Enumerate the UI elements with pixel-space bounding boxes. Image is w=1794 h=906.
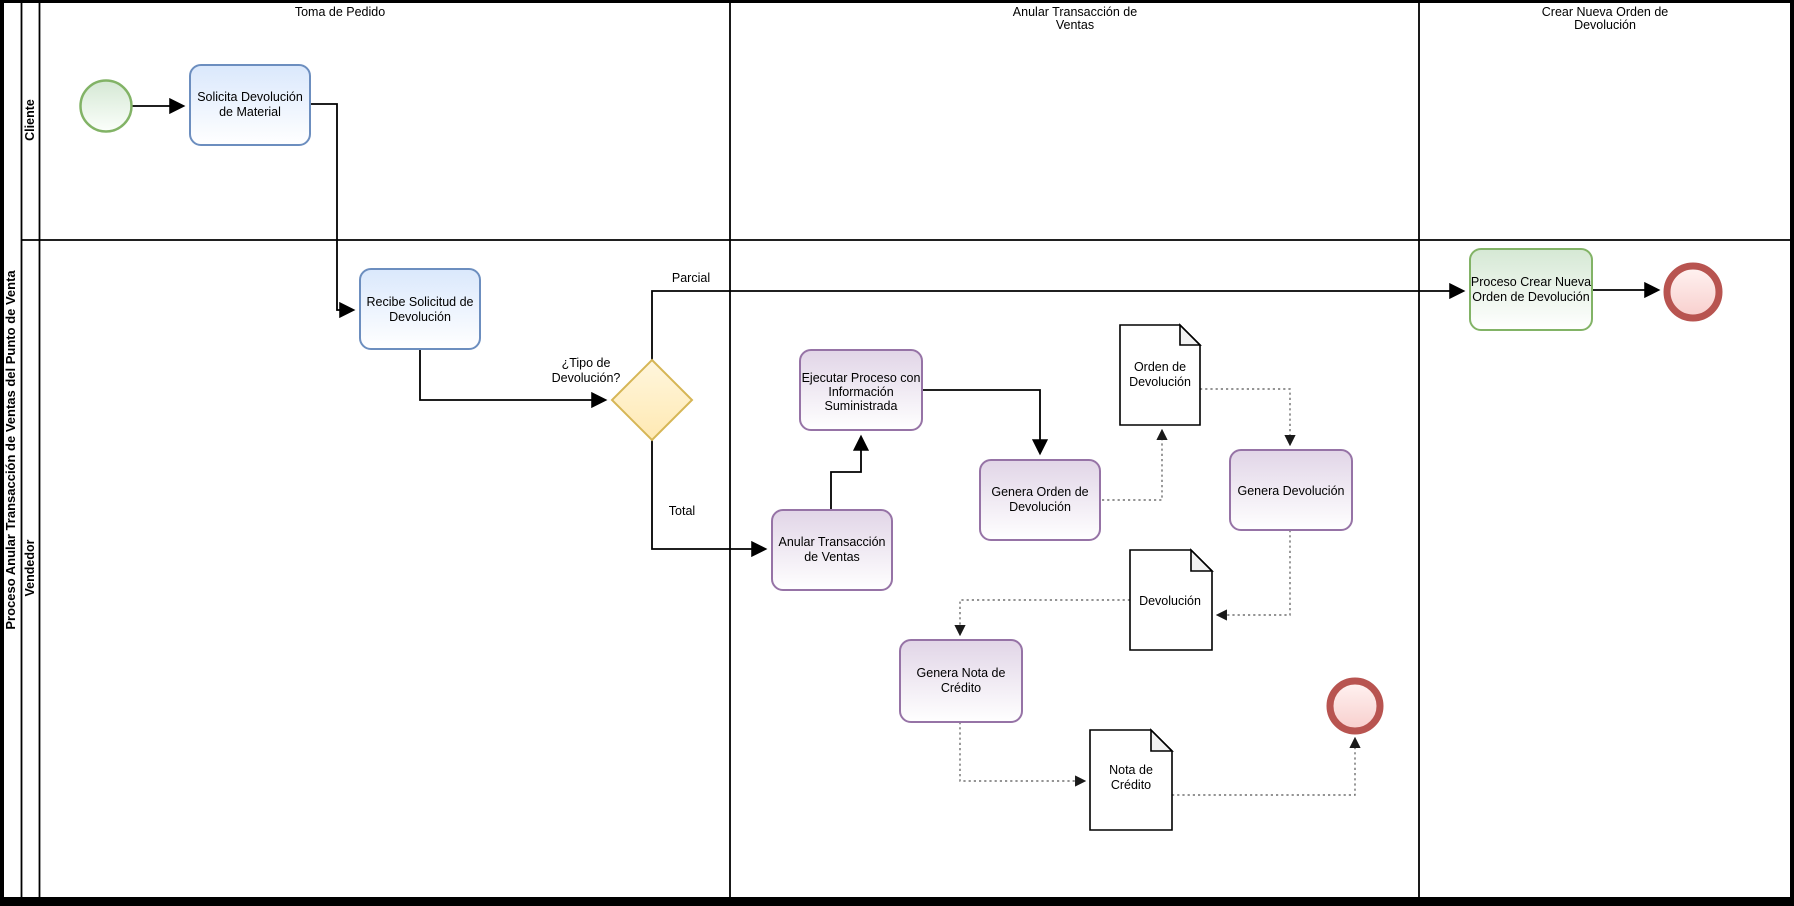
- task-genera-nota: Genera Nota de Crédito: [899, 639, 1023, 723]
- task-anular-shape: [771, 509, 893, 591]
- task-recibe-solicitud: Recibe Solicitud de Devolución: [359, 268, 481, 350]
- task-ejecutar-line3: Suministrada: [825, 399, 898, 413]
- doc-nota-line1: Nota de: [1109, 763, 1153, 777]
- task-solicita-line2: de Material: [219, 105, 281, 119]
- lane-label-cliente: Cliente: [23, 99, 37, 141]
- doc-nota-shape: [1089, 729, 1173, 831]
- task-proceso-crear-nueva-orden: Proceso Crear Nueva Orden de Devolución: [1469, 248, 1593, 331]
- task-recibe-line1: Recibe Solicitud de: [366, 295, 473, 309]
- gateway-label-line1: ¿Tipo de: [562, 356, 611, 370]
- document-nota-de-credito: Nota de Crédito: [1089, 728, 1174, 831]
- gateway-label-line2: Devolución?: [552, 371, 621, 385]
- pool-title: Proceso Anular Transacción de Ventas del…: [3, 270, 18, 630]
- task-solicita-shape: [189, 64, 311, 146]
- task-recibe-line2: Devolución: [389, 310, 451, 324]
- flow-gateway-parcial-to-proceso-crear: [651, 282, 1466, 360]
- assoc-genera-nota-to-doc-nota: [959, 722, 1087, 787]
- task-anular-line2: de Ventas: [804, 550, 860, 564]
- task-genera-nota-line2: Crédito: [941, 681, 981, 695]
- doc-orden-shape: [1119, 324, 1201, 426]
- doc-devolucion-shape: [1129, 549, 1213, 651]
- task-proceso-crear-line1: Proceso Crear Nueva: [1471, 275, 1591, 289]
- gateway-shape: [610, 358, 694, 442]
- task-ejecutar-line2: Información: [828, 385, 893, 399]
- doc-nota-line2: Crédito: [1111, 778, 1151, 792]
- task-genera-devolucion-shape: [1229, 449, 1353, 531]
- phase-header-toma-de-pedido: Toma de Pedido: [295, 5, 385, 19]
- doc-nota-fold: [1150, 728, 1174, 752]
- phase-header-crear-line2: Devolución: [1574, 18, 1636, 32]
- assoc-genera-devolucion-to-doc-devolucion: [1215, 530, 1291, 621]
- task-genera-orden-line1: Genera Orden de: [991, 485, 1088, 499]
- document-devolucion: Devolución: [1129, 548, 1214, 651]
- end-event-parcial: [1663, 262, 1723, 322]
- task-ejecutar-shape: [799, 349, 923, 431]
- doc-orden-fold: [1179, 323, 1202, 346]
- doc-orden-line1: Orden de: [1134, 360, 1186, 374]
- edge-label-total: Total: [669, 504, 695, 518]
- lane-label-vendedor: Vendedor: [23, 539, 37, 596]
- task-genera-orden-line2: Devolución: [1009, 500, 1071, 514]
- flow-solicita-to-recibe: [310, 103, 356, 319]
- task-ejecutar-line1: Ejecutar Proceso con: [802, 371, 921, 385]
- flow-anular-to-ejecutar: [830, 434, 870, 510]
- associations: [954, 388, 1361, 796]
- task-anular-line1: Anular Transacción: [778, 535, 885, 549]
- flow-ejecutar-to-genera-orden: [922, 389, 1049, 456]
- task-proceso-crear-line2: Orden de Devolución: [1472, 290, 1589, 304]
- task-genera-nota-line1: Genera Nota de: [917, 666, 1006, 680]
- border-bottom-bar: [0, 897, 1794, 906]
- assoc-doc-devolucion-to-genera-nota: [954, 599, 1130, 637]
- start-event: [79, 79, 133, 133]
- doc-devolucion-line1: Devolución: [1139, 594, 1201, 608]
- phase-header-anular-transaccion: Anular Transacción de Ventas: [1013, 5, 1137, 32]
- phase-header-anular-line2: Ventas: [1056, 18, 1094, 32]
- border-right: [1790, 0, 1794, 906]
- task-genera-orden: Genera Orden de Devolución: [979, 459, 1101, 541]
- document-orden-de-devolucion: Orden de Devolución: [1119, 323, 1202, 426]
- border-top: [0, 0, 1794, 3]
- task-genera-nota-shape: [899, 639, 1023, 723]
- sequence-flows: [132, 97, 1661, 558]
- phase-header-crear-line1: Crear Nueva Orden de: [1542, 5, 1669, 19]
- doc-devolucion-fold: [1190, 548, 1214, 572]
- doc-orden-line2: Devolución: [1129, 375, 1191, 389]
- task-anular-transaccion: Anular Transacción de Ventas: [771, 509, 893, 591]
- task-genera-devolucion-line1: Genera Devolución: [1237, 484, 1344, 498]
- edge-label-parcial: Parcial: [672, 271, 710, 285]
- end-event-total: [1326, 677, 1384, 735]
- task-genera-orden-shape: [979, 459, 1101, 541]
- task-solicita-line1: Solicita Devolución: [197, 90, 303, 104]
- assoc-doc-nota-to-end: [1172, 736, 1361, 796]
- assoc-doc-orden-to-genera-devolucion: [1200, 388, 1296, 447]
- phase-header-crear-nueva-orden: Crear Nueva Orden de Devolución: [1542, 5, 1669, 32]
- flow-gateway-total-to-anular: [651, 440, 768, 558]
- border-left: [0, 0, 4, 906]
- task-genera-devolucion: Genera Devolución: [1229, 449, 1353, 531]
- assoc-genera-orden-to-doc-orden: [1102, 428, 1168, 501]
- task-solicita-devolucion: Solicita Devolución de Material: [189, 64, 311, 146]
- phase-header-anular-line1: Anular Transacción de: [1013, 5, 1137, 19]
- gateway-tipo-devolucion: ¿Tipo de Devolución?: [552, 356, 694, 442]
- task-recibe-shape: [359, 268, 481, 350]
- task-proceso-crear-shape: [1469, 248, 1593, 331]
- flow-recibe-to-gateway: [419, 349, 608, 409]
- task-ejecutar-proceso: Ejecutar Proceso con Información Suminis…: [799, 349, 923, 431]
